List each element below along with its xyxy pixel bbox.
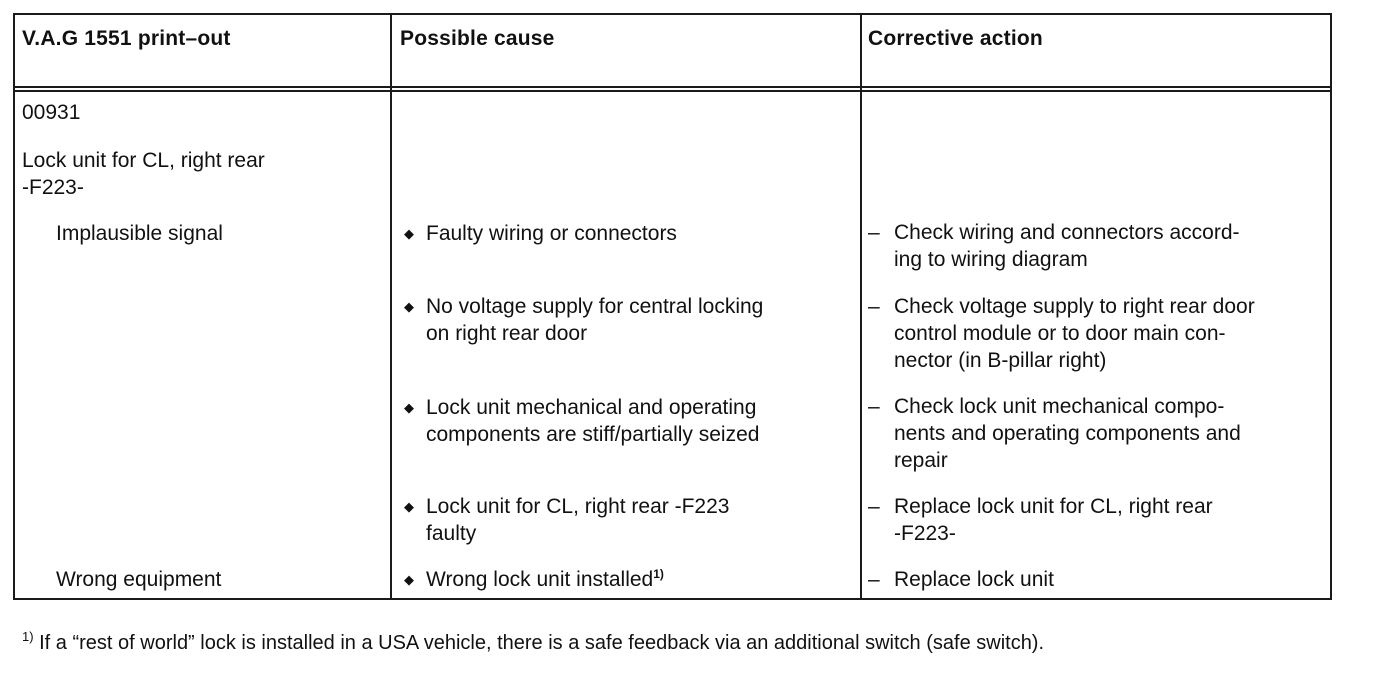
action-text: nents and operating components and xyxy=(894,422,1241,445)
header-printout: V.A.G 1551 print–out xyxy=(22,27,231,50)
footnote-text: If a “rest of world” lock is installed i… xyxy=(39,632,1045,654)
action-text: Replace lock unit xyxy=(894,568,1054,591)
cause-text: Faulty wiring or connectors xyxy=(426,222,677,245)
cause-text: faulty xyxy=(426,522,477,545)
dash-icon: – xyxy=(868,395,880,418)
header-rule xyxy=(15,90,1330,92)
cause-text-label: Wrong lock unit installed xyxy=(426,568,654,591)
action-text: Replace lock unit for CL, right rear xyxy=(894,495,1213,518)
header-corrective-action: Corrective action xyxy=(868,27,1043,50)
diagnostic-table: V.A.G 1551 print–out Possible cause Corr… xyxy=(13,13,1332,600)
action-text: nector (in B-pillar right) xyxy=(894,349,1107,372)
dash-icon: – xyxy=(868,221,880,244)
action-text: -F223- xyxy=(894,522,956,545)
column-divider xyxy=(860,15,862,598)
bullet-icon: ◆ xyxy=(404,299,414,314)
action-text: repair xyxy=(894,449,948,472)
condition-implausible-signal: Implausible signal xyxy=(56,222,223,245)
condition-wrong-equipment: Wrong equipment xyxy=(56,568,222,591)
cause-text: on right rear door xyxy=(426,322,588,345)
footnote-mark: 1) xyxy=(22,629,34,644)
action-text: control module or to door main con- xyxy=(894,322,1226,345)
fault-code: 00931 xyxy=(22,101,81,124)
bullet-icon: ◆ xyxy=(404,226,414,241)
action-text: Check voltage supply to right rear door xyxy=(894,295,1255,318)
cause-text: No voltage supply for central locking xyxy=(426,295,764,318)
component-name: Lock unit for CL, right rear xyxy=(22,149,265,172)
cause-text: components are stiff/partially seized xyxy=(426,423,760,446)
cause-text: Lock unit for CL, right rear -F223 xyxy=(426,495,730,518)
bullet-icon: ◆ xyxy=(404,499,414,514)
action-text: Check wiring and connectors accord- xyxy=(894,221,1240,244)
footnote: 1) If a “rest of world” lock is installe… xyxy=(22,629,1045,655)
bullet-icon: ◆ xyxy=(404,400,414,415)
bullet-icon: ◆ xyxy=(404,572,414,587)
cause-text: Lock unit mechanical and operating xyxy=(426,396,757,419)
cause-text: Wrong lock unit installed1) xyxy=(426,566,664,593)
header-rule xyxy=(15,86,1330,88)
header-possible-cause: Possible cause xyxy=(400,27,555,50)
dash-icon: – xyxy=(868,568,880,591)
dash-icon: – xyxy=(868,295,880,318)
dash-icon: – xyxy=(868,495,880,518)
component-id: -F223- xyxy=(22,176,84,199)
column-divider xyxy=(390,15,392,598)
action-text: ing to wiring diagram xyxy=(894,248,1088,271)
footnote-reference: 1) xyxy=(653,567,664,581)
action-text: Check lock unit mechanical compo- xyxy=(894,395,1225,418)
